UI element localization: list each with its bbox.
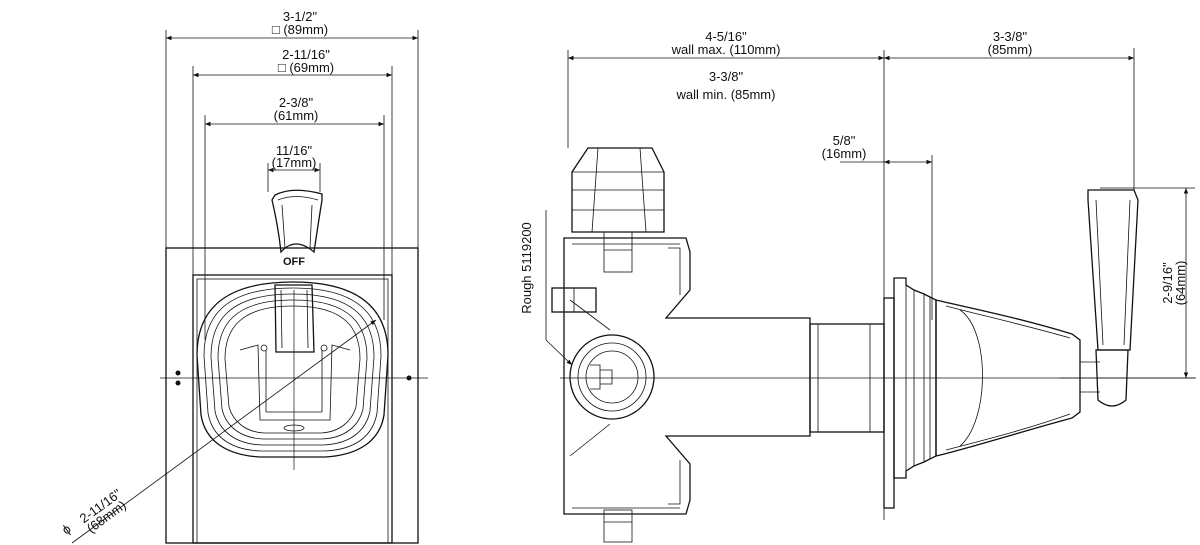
dim-plate-gap: 5/8" (16mm): [822, 133, 933, 320]
valve-body-front: [239, 344, 351, 432]
valve-body-side: [551, 231, 811, 543]
trim-plate-outer: [165, 247, 419, 544]
dim-diameter: 2-11/16" (68mm) ϕ: [59, 319, 377, 544]
dim-inner-imperial: 2-11/16": [282, 47, 330, 62]
wall-max-imperial: 4-5/16": [705, 29, 747, 44]
mount-hole-icon: [175, 380, 181, 386]
dim-body-metric: (61mm): [274, 108, 319, 123]
trim-depth-imperial: 3-3/8": [993, 29, 1028, 44]
dim-inner-metric: □ (69mm): [278, 60, 334, 75]
dim-inner-width: 2-11/16" □ (69mm): [192, 47, 393, 275]
dim-lever-metric: (17mm): [272, 155, 317, 170]
front-view: 3-1/2" □ (89mm) 2-11/16" □ (69mm) 2-3/8"…: [59, 9, 428, 544]
lever-center-icon: [274, 284, 315, 353]
side-view: 4-5/16" wall max. (110mm) 3-3/8" wall mi…: [519, 29, 1196, 543]
rough-part-number: Rough 5119200: [519, 222, 534, 314]
handle-cone: [935, 299, 1081, 457]
side-lever-icon: [1080, 189, 1139, 407]
lever-handle-icon: [271, 189, 323, 254]
plate-gap-metric: (16mm): [822, 146, 867, 161]
dim-height: 2-9/16" (64mm): [1060, 187, 1195, 379]
wall-plate: [883, 297, 895, 509]
dim-lever-imperial: 11/16": [276, 143, 313, 158]
valve-port-icon: [569, 334, 655, 420]
off-label: OFF: [283, 256, 305, 268]
dim-trim-depth: 3-3/8" (85mm): [884, 29, 1135, 190]
valve-cap: [571, 147, 665, 233]
dim-body-imperial: 2-3/8": [279, 95, 314, 110]
diameter-symbol: ϕ: [59, 521, 74, 537]
mount-hole-icon: [406, 375, 412, 381]
dim-outer-metric: □ (89mm): [272, 22, 328, 37]
dim-outer-imperial: 3-1/2": [283, 9, 318, 24]
trim-plate-inner: [192, 274, 393, 544]
trim-depth-metric: (85mm): [988, 42, 1033, 57]
dim-lever-width: 11/16" (17mm): [267, 143, 321, 192]
rough-label: Rough 5119200: [519, 210, 573, 366]
wall-min-imperial: 3-3/8": [709, 69, 744, 84]
height-imperial: 2-9/16": [1160, 262, 1175, 304]
dim-wall-max: 4-5/16" wall max. (110mm): [567, 29, 885, 520]
dim-outer-width: 3-1/2" □ (89mm): [165, 9, 419, 248]
dim-body-width: 2-3/8" (61mm): [204, 95, 385, 340]
mount-hole-icon: [175, 370, 181, 376]
height-metric: (64mm): [1173, 261, 1188, 306]
wall-min-metric: wall min. (85mm): [676, 87, 776, 102]
dim-wall-min: 3-3/8" wall min. (85mm): [676, 69, 776, 102]
plate-gap-imperial: 5/8": [833, 133, 856, 148]
wall-max-metric: wall max. (110mm): [671, 42, 781, 57]
